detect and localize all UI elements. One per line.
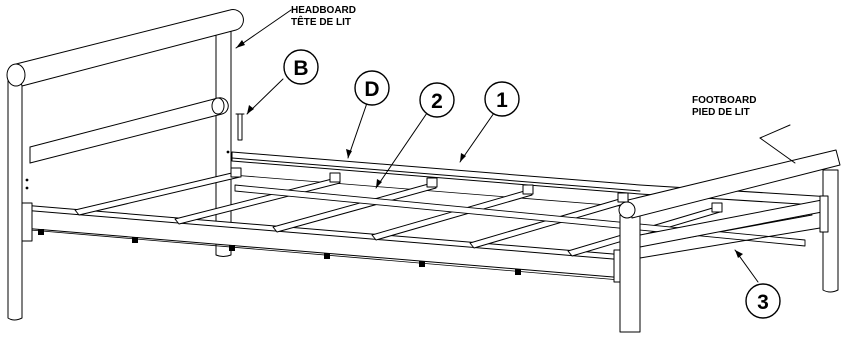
callout-d: D	[354, 70, 390, 106]
callout-1-label: 1	[496, 89, 508, 112]
headboard-label-fr: TÊTE DE LIT	[291, 15, 351, 28]
front-side-rail	[21, 202, 626, 283]
callout-d-leader	[347, 102, 368, 159]
headboard-middle-rail	[29, 97, 229, 164]
headboard-right-post	[215, 29, 232, 257]
callout-3-label: 3	[757, 291, 769, 314]
bolt-b-part	[235, 113, 245, 141]
slat	[272, 182, 437, 233]
slats	[74, 167, 813, 257]
headboard	[6, 9, 244, 321]
footboard-top-rail-end	[618, 201, 636, 219]
callout-1: 1	[484, 81, 520, 117]
callout-b-leader	[246, 78, 284, 115]
headboard-left-post	[7, 79, 23, 321]
callout-3: 3	[745, 283, 781, 319]
callout-2: 2	[419, 82, 455, 118]
headboard-top-rail	[15, 9, 244, 87]
callout-b: B	[283, 49, 319, 85]
callout-b-label: B	[293, 57, 308, 80]
callout-2-leader	[375, 112, 428, 189]
slat	[371, 189, 533, 241]
footboard-left-post	[619, 214, 641, 333]
footboard	[618, 149, 841, 333]
headboard-leader	[235, 9, 292, 49]
headboard-label-en: HEADBOARD	[291, 5, 356, 16]
leader-lines	[235, 9, 796, 283]
footboard-label-fr: PIED DE LIT	[692, 107, 750, 118]
headboard-top-rail-end	[6, 63, 26, 87]
callout-1-leader	[459, 112, 495, 163]
callout-d-label: D	[364, 78, 379, 101]
headboard-middle-rail-end	[211, 97, 225, 115]
callout-2-label: 2	[431, 90, 443, 113]
footboard-label-en: FOOTBOARD	[692, 95, 756, 106]
footboard-leader	[759, 137, 796, 164]
